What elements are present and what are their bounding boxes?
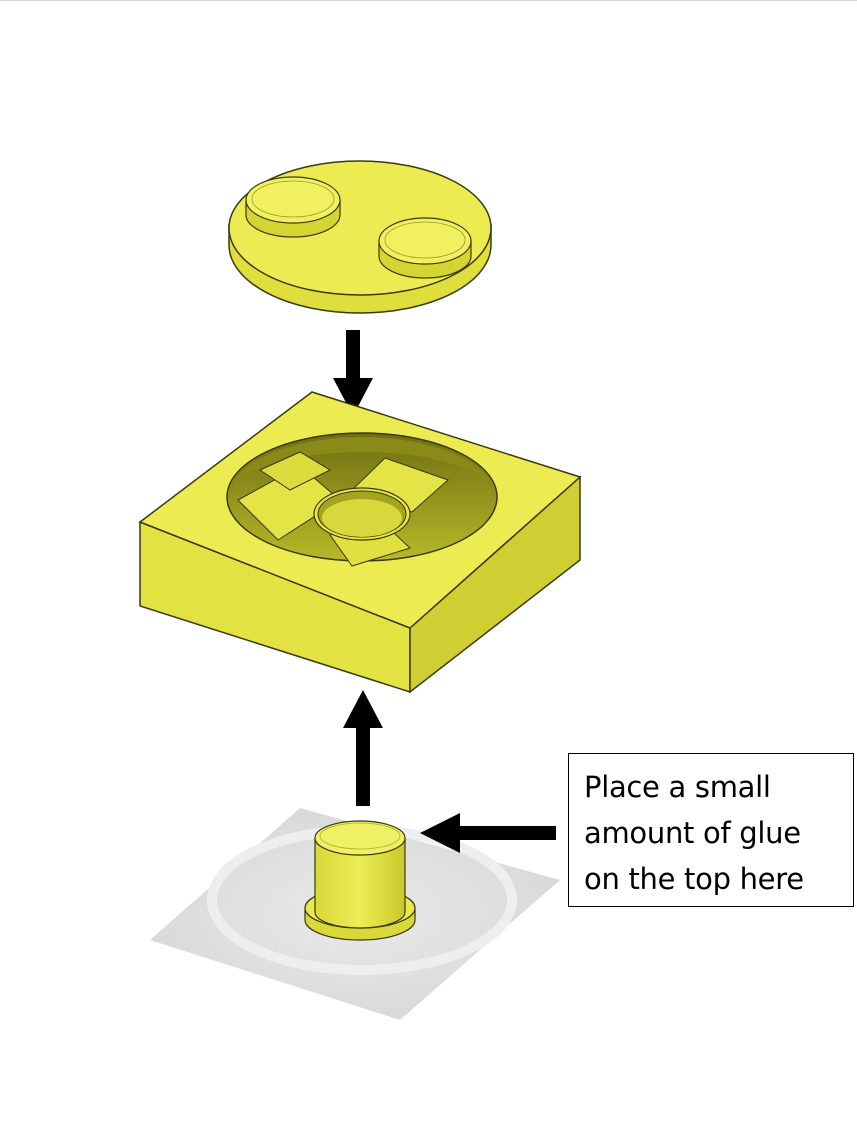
arrow-up-icon (343, 690, 383, 806)
cap-stud-right (378, 217, 472, 279)
cap-stud-left (245, 176, 341, 238)
glue-pin-part (304, 820, 416, 941)
square-base-part (138, 391, 582, 694)
round-cap-part (228, 160, 492, 314)
cross-socket (237, 451, 449, 567)
top-border (0, 0, 857, 1)
glue-instruction-callout: Place a small amount of glue on the top … (568, 753, 854, 907)
callout-text: Place a small amount of glue on the top … (584, 770, 804, 896)
arrow-left-icon (420, 813, 556, 853)
arrow-down-icon (333, 330, 373, 416)
